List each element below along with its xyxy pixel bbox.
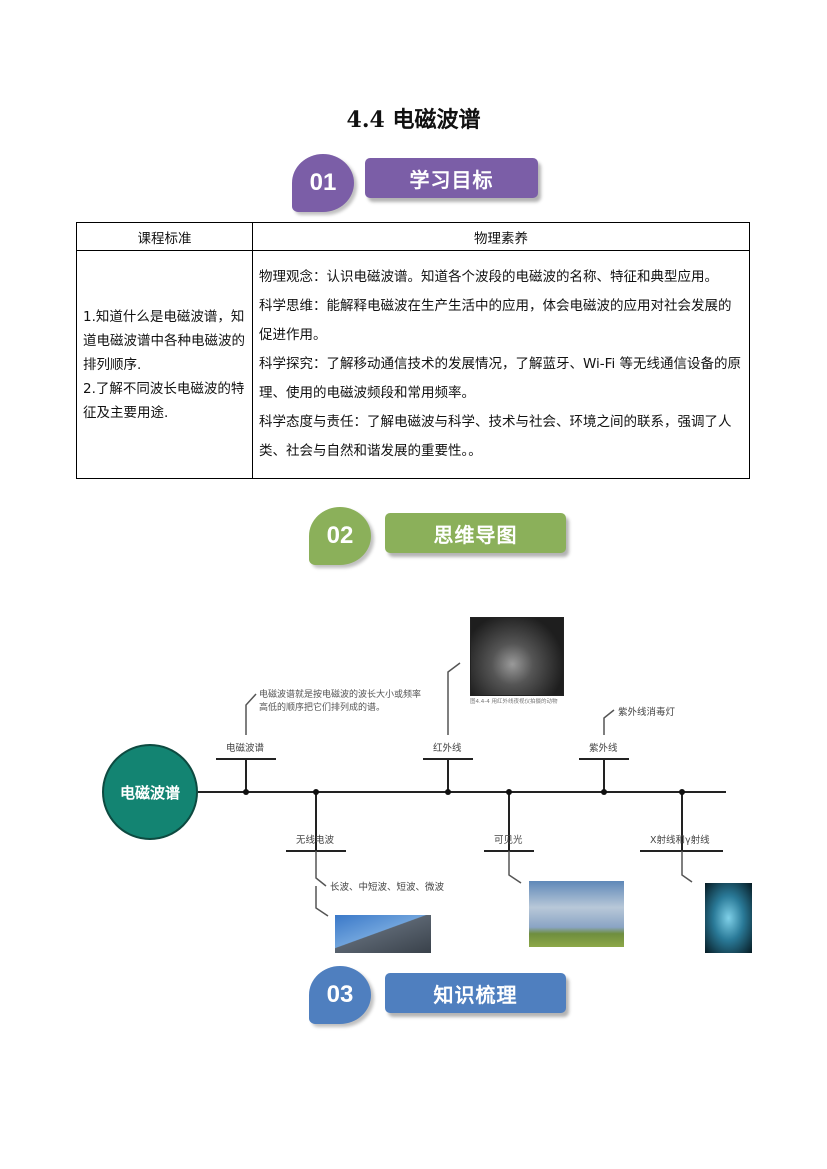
literacy-item: 科学思维：能解释电磁波在生产生活中的应用，体会电磁波的应用对社会发展的促进作用。 bbox=[259, 298, 732, 343]
section-number-badge: 01 bbox=[292, 154, 354, 212]
infrared-image-caption: 图4.4-4 用红外线夜视仪拍摄的动物 bbox=[470, 699, 558, 705]
section-heading: 知识梳理 bbox=[385, 973, 566, 1013]
radio-telescope-image bbox=[335, 915, 431, 953]
literacy-item: 物理观念：认识电磁波谱。知道各个波段的电磁波的名称、特征和典型应用。 bbox=[259, 269, 718, 285]
standard-item: 1.知道什么是电磁波谱，知道电磁波谱中各种电磁波的排列顺序. bbox=[83, 308, 245, 373]
physics-literacy: 物理观念：认识电磁波谱。知道各个波段的电磁波的名称、特征和典型应用。 科学思维：… bbox=[252, 250, 750, 479]
literacy-item: 科学探究：了解移动通信技术的发展情况，了解蓝牙、Wi-Fi 等无线通信设备的原理… bbox=[259, 356, 741, 401]
infrared-night-vision-image bbox=[470, 617, 564, 696]
mindmap-center-node: 电磁波谱 bbox=[102, 744, 198, 840]
xray-image bbox=[705, 883, 752, 953]
curriculum-standards: 1.知道什么是电磁波谱，知道电磁波谱中各种电磁波的排列顺序. 2.了解不同波长电… bbox=[76, 250, 253, 479]
rainbow-image bbox=[529, 881, 624, 947]
section-heading: 思维导图 bbox=[385, 513, 566, 553]
literacy-item: 科学态度与责任：了解电磁波与科学、技术与社会、环境之间的联系，强调了人类、社会与… bbox=[259, 414, 732, 459]
standard-item: 2.了解不同波长电磁波的特征及主要用途. bbox=[83, 380, 245, 421]
table-header: 课程标准 bbox=[76, 222, 253, 251]
node-label: 电磁波谱 bbox=[226, 743, 265, 754]
node-label: 可见光 bbox=[494, 835, 523, 846]
spectrum-note: 电磁波谱就是按电磁波的波长大小或频率高低的顺序把它们排列成的谱。 bbox=[259, 690, 422, 713]
node-label: 紫外线 bbox=[589, 743, 618, 754]
section-number-badge: 02 bbox=[309, 507, 371, 565]
node-label: 无线电波 bbox=[296, 835, 335, 846]
node-label: 红外线 bbox=[433, 743, 462, 754]
node-label: X射线和γ射线 bbox=[650, 835, 710, 846]
radio-note: 长波、中短波、短波、微波 bbox=[330, 882, 445, 893]
section-heading: 学习目标 bbox=[365, 158, 538, 198]
objectives-table: 课程标准 物理素养 1.知道什么是电磁波谱，知道电磁波谱中各种电磁波的排列顺序.… bbox=[76, 222, 750, 479]
uv-note: 紫外线消毒灯 bbox=[618, 707, 676, 718]
page-title: 4.4 电磁波谱 bbox=[346, 107, 481, 133]
section-number-badge: 03 bbox=[309, 966, 371, 1024]
